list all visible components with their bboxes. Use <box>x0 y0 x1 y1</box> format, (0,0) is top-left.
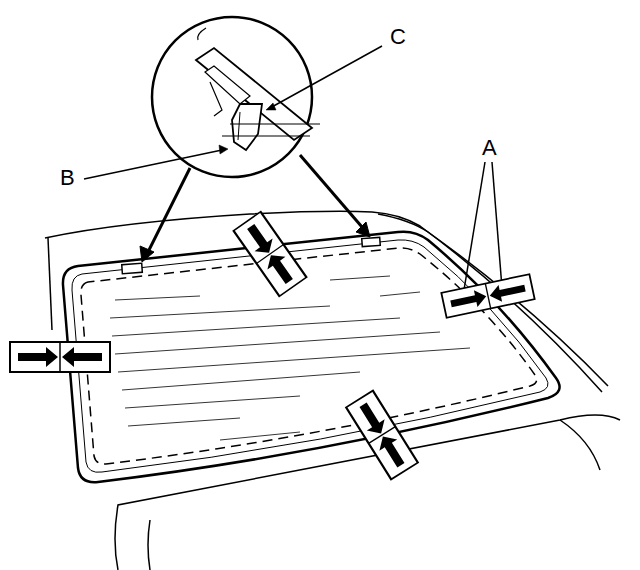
callout-letter: A <box>480 137 499 159</box>
car-body <box>45 211 620 570</box>
press-arrow-marker <box>10 212 535 480</box>
clip-detail <box>152 17 320 177</box>
leader-line <box>84 46 506 302</box>
rear-glass <box>63 232 560 483</box>
callout-letter: B <box>58 167 77 189</box>
callout-letter: C <box>388 26 408 48</box>
